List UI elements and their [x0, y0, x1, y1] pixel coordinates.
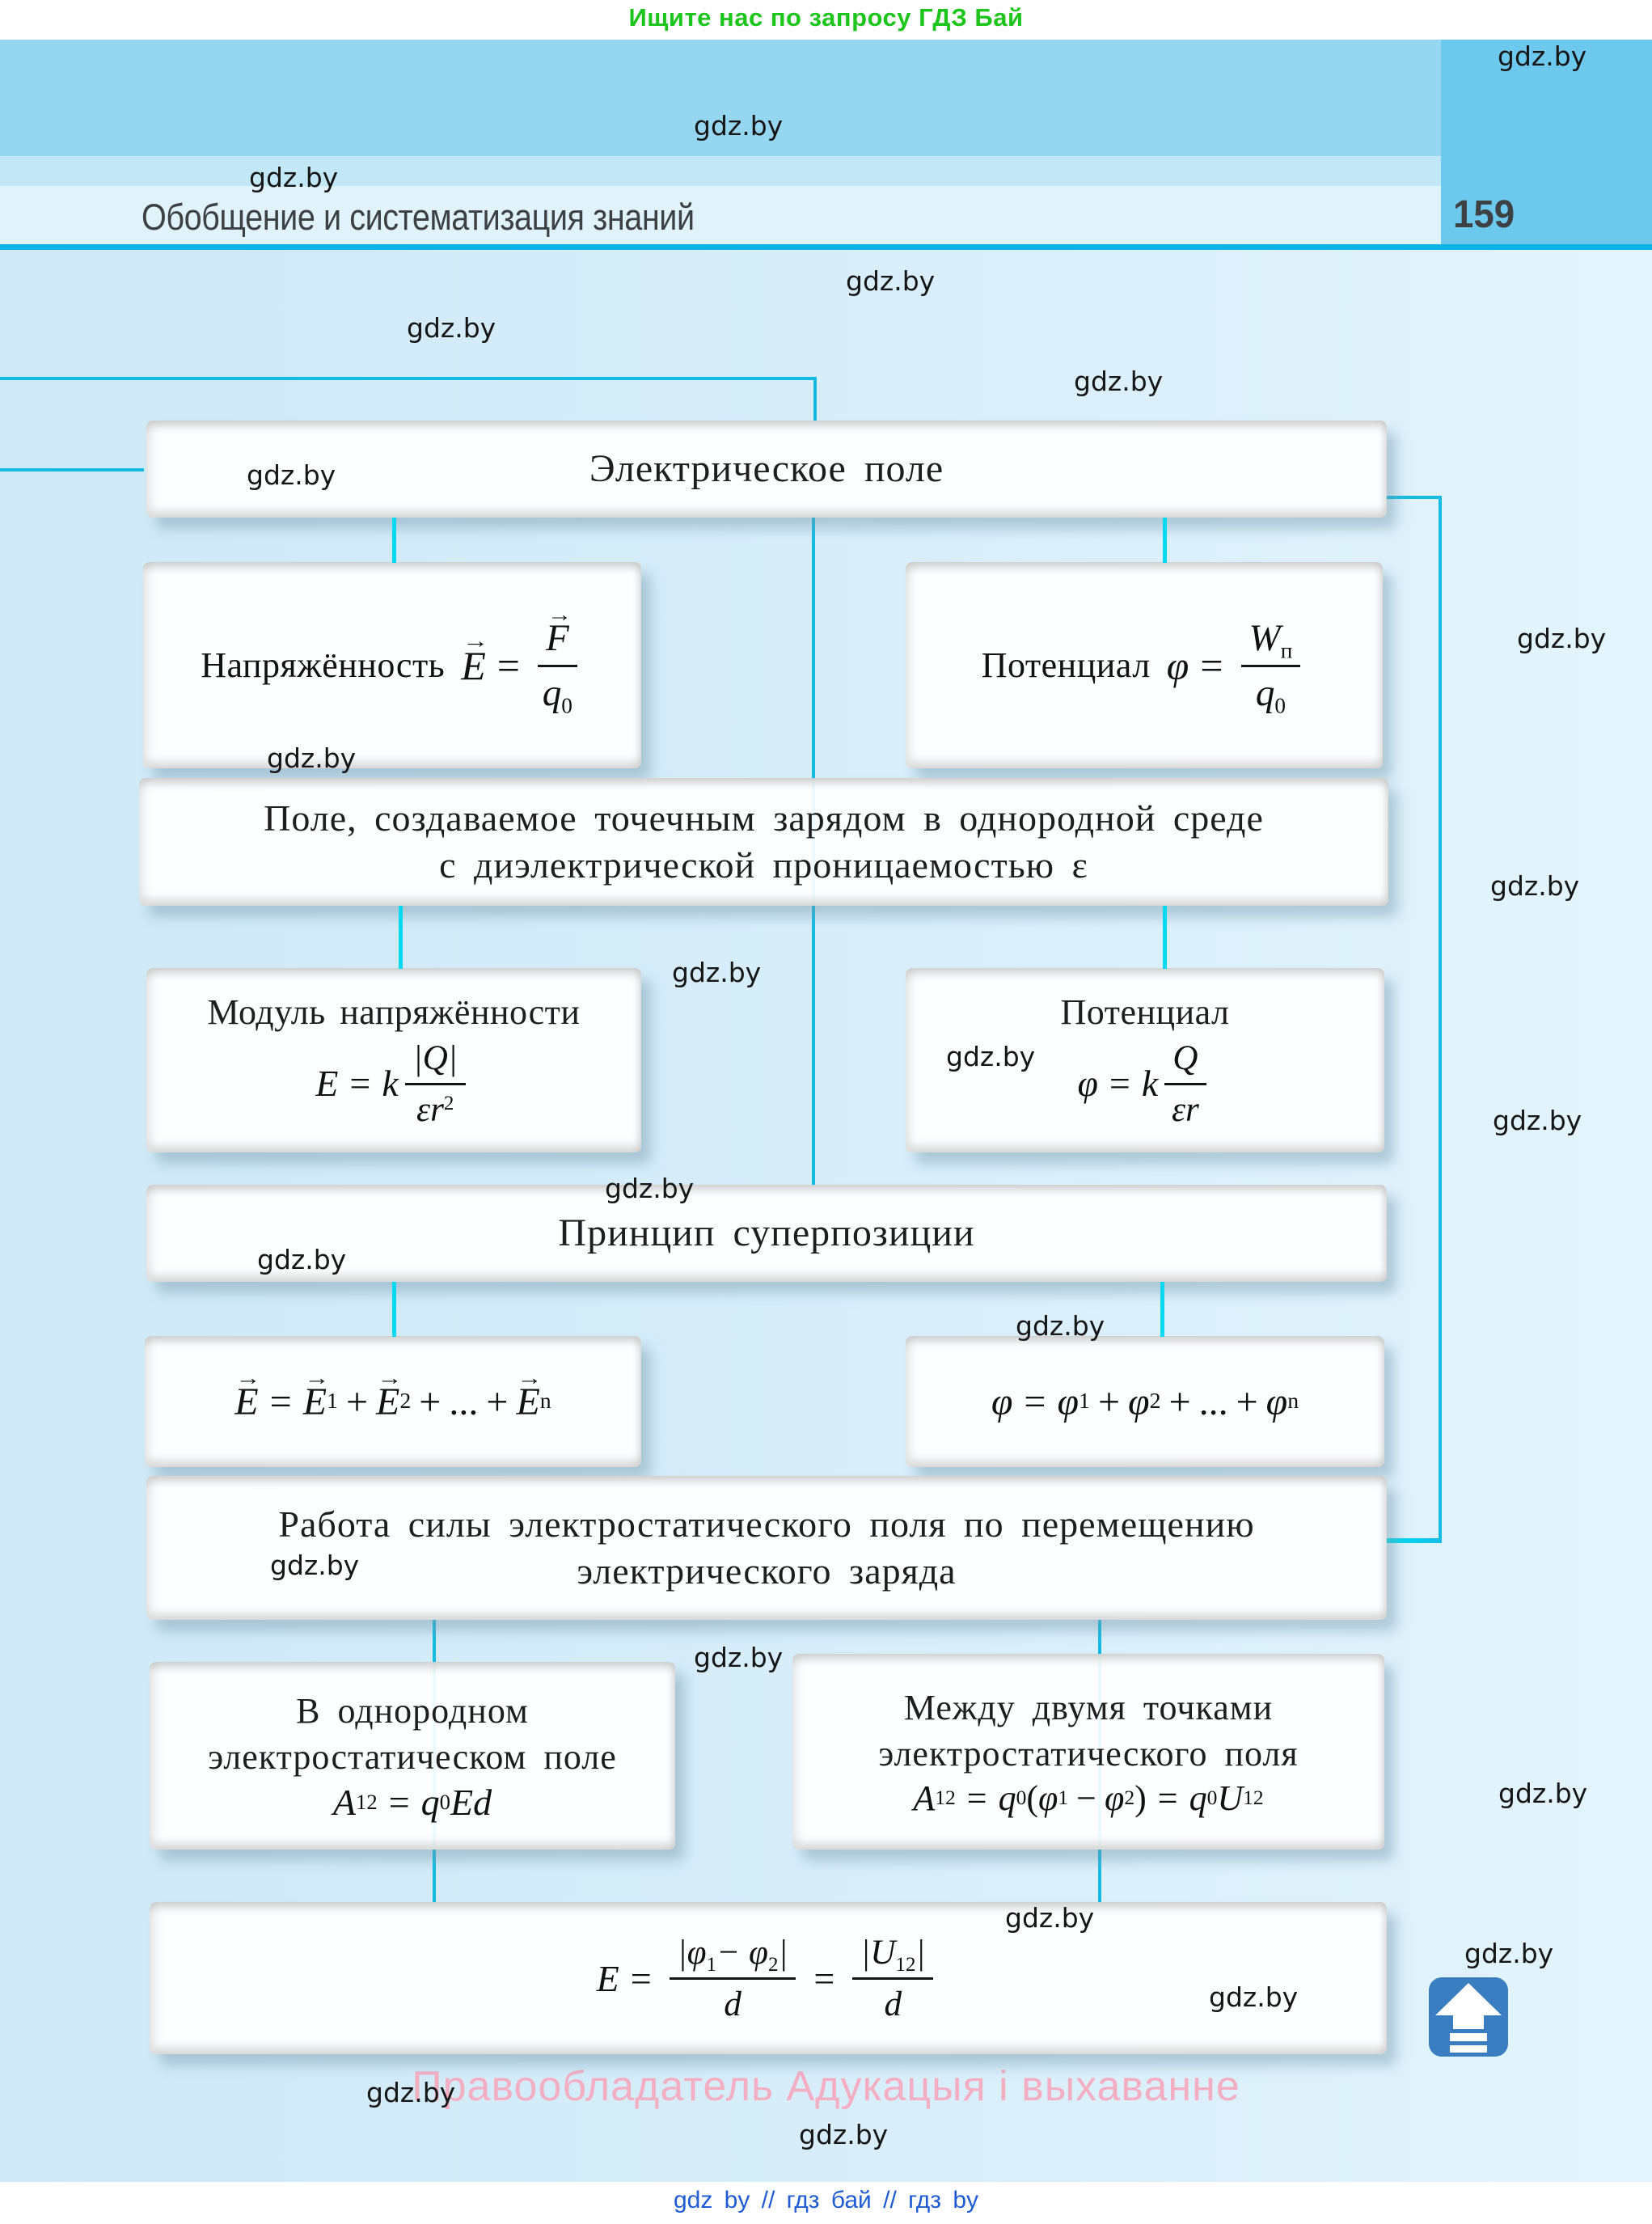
- uniform-field-line2: электростатическом поле: [208, 1736, 617, 1777]
- header-band-bottom: [0, 186, 1652, 245]
- watermark-gdz: gdz.by: [694, 1642, 784, 1673]
- fraction-U-d: |U12| d: [852, 1932, 934, 2024]
- fraction-Q-er: Q εr: [1164, 1038, 1206, 1130]
- watermark-gdz: gdz.by: [605, 1173, 695, 1204]
- field-voltage-formula: E = |φ1− φ2| d = |U12| d: [597, 1932, 940, 2024]
- watermark-gdz: gdz.by: [1498, 1778, 1588, 1809]
- connector-field-to-potential2: [1163, 906, 1167, 969]
- vector-E: →E: [461, 629, 489, 688]
- fraction-Q-er2: |Q| εr2: [404, 1038, 466, 1130]
- work-line1: Работа силы электростатического поля по …: [278, 1503, 1255, 1545]
- watermark-gdz: gdz.by: [946, 1041, 1036, 1072]
- connector-left-horizontal: [0, 468, 144, 471]
- intensity-label: Напряжённость: [201, 645, 446, 685]
- watermark-gdz: gdz.by: [1464, 1938, 1554, 1969]
- top-banner-text: Ищите нас по запросу ГДЗ Бай: [628, 3, 1024, 32]
- header-band-top: [0, 40, 1652, 156]
- watermark-gdz: gdz.by: [1517, 623, 1607, 654]
- watermark-gdz: gdz.by: [1209, 1981, 1299, 2013]
- watermark-gdz: gdz.by: [846, 265, 936, 297]
- watermark-gdz: gdz.by: [247, 459, 336, 491]
- potential-box: Потенциал φ = Wп q0: [906, 562, 1383, 768]
- two-points-line1: Между двумя точками: [903, 1687, 1274, 1727]
- potential-formula: Потенциал φ = Wп q0: [981, 616, 1308, 717]
- header-side-column: [1441, 40, 1652, 245]
- watermark-gdz: gdz.by: [1498, 40, 1587, 72]
- watermark-gdz: gdz.by: [366, 2077, 456, 2108]
- watermark-gdz: gdz.by: [1005, 1902, 1095, 1934]
- page-number: 159: [1453, 193, 1515, 236]
- electric-field-title: Электрическое поле: [589, 447, 944, 490]
- modulus-box: Модуль напряжённости E = k |Q| εr2: [146, 968, 641, 1152]
- watermark-gdz: gdz.by: [1490, 870, 1580, 902]
- watermark-gdz: gdz.by: [672, 957, 762, 988]
- watermark-gdz: gdz.by: [799, 2119, 889, 2150]
- watermark-gdz: gdz.by: [257, 1244, 347, 1275]
- potential2-label: Потенциал: [1060, 991, 1230, 1032]
- watermark-gdz: gdz.by: [1016, 1310, 1105, 1342]
- footer-links[interactable]: gdz by // гдз бай // гдз by: [673, 2187, 979, 2213]
- intensity-formula: Напряжённость →E = →F q0: [201, 604, 583, 717]
- watermark-gdz: gdz.by: [1074, 366, 1164, 397]
- connector-right-stub-bottom: [1385, 1538, 1441, 1543]
- connector-title-to-intensity: [392, 518, 396, 563]
- superposition-title: Принцип суперпозиции: [558, 1211, 975, 1254]
- two-points-box: Между двумя точками электростатического …: [792, 1654, 1384, 1850]
- connector-field-to-modulus: [399, 906, 403, 969]
- point-charge-field-line1: Поле, создаваемое точечным зарядом в одн…: [264, 797, 1264, 839]
- watermark-gdz: gdz.by: [249, 162, 339, 193]
- superposition-box: Принцип суперпозиции: [146, 1185, 1387, 1282]
- two-points-line2: электростатического поля: [878, 1733, 1299, 1774]
- watermark-gdz: gdz.by: [694, 110, 784, 142]
- watermark-gdz: gdz.by: [270, 1550, 360, 1581]
- back-to-top-button[interactable]: [1429, 1977, 1508, 2057]
- connector-superposition-left: [392, 1282, 396, 1337]
- page-title: Обобщение и систематизация знаний: [142, 197, 695, 238]
- fraction-W-q0: Wп q0: [1240, 616, 1301, 717]
- uniform-field-line1: В однородном: [296, 1690, 529, 1731]
- fraction-phi-d: |φ1− φ2| d: [669, 1932, 796, 2024]
- header-band-middle: [0, 156, 1652, 186]
- watermark-gdz: gdz.by: [1493, 1105, 1582, 1136]
- connector-right-stub-top: [1385, 496, 1441, 499]
- connector-title-to-potential: [1163, 518, 1167, 563]
- connector-right-vertical: [1439, 496, 1442, 1543]
- potential2-formula: φ = k Q εr: [1077, 1038, 1212, 1130]
- watermark-gdz: gdz.by: [407, 312, 496, 344]
- watermark-gdz: gdz.by: [267, 742, 357, 774]
- connector-top-horizontal: [0, 377, 817, 380]
- modulus-label: Модуль напряжённости: [207, 991, 581, 1032]
- work-line2: электрического заряда: [577, 1550, 957, 1592]
- field-voltage-box: E = |φ1− φ2| d = |U12| d: [150, 1902, 1387, 2054]
- point-charge-field-line2: с диэлектрической проницаемостью ε: [439, 844, 1088, 886]
- potential2-box: Потенциал φ = k Q εr: [906, 968, 1384, 1152]
- work-box: Работа силы электростатического поля по …: [146, 1476, 1387, 1620]
- point-charge-field-box: Поле, создаваемое точечным зарядом в одн…: [139, 778, 1388, 906]
- fraction-F-q0: →F q0: [537, 604, 577, 717]
- intensity-box: Напряжённость →E = →F q0: [143, 562, 641, 768]
- connector-superposition-right: [1160, 1282, 1164, 1337]
- electric-field-title-box: Электрическое поле: [146, 421, 1387, 518]
- header-rule: [0, 244, 1652, 250]
- modulus-formula: E = k |Q| εr2: [315, 1038, 471, 1130]
- up-arrow-icon: [1429, 1977, 1508, 2057]
- connector-top-drop: [813, 377, 817, 422]
- copyright-text: Правообладатель Адукацыя і выхаванне: [412, 2063, 1240, 2110]
- potential-label: Потенциал: [981, 645, 1151, 685]
